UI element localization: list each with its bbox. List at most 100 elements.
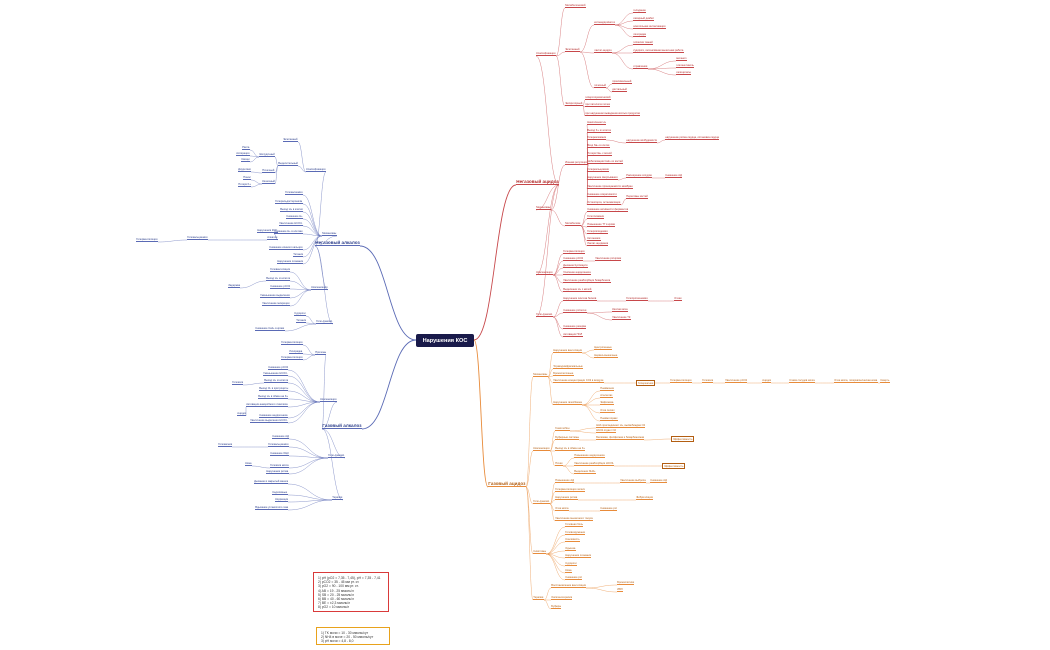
subtopic[interactable]: Спазм сосудов мозга [789, 379, 816, 383]
subtopic[interactable]: Гипервентиляция [281, 356, 303, 360]
subtopic[interactable]: Выход K+ из клеток [587, 129, 612, 133]
subtopic[interactable]: отравления [633, 65, 648, 69]
subtopic[interactable]: ННb присоединяет H+, высвобождая O2 [596, 424, 646, 428]
subtopic[interactable]: Нарушение сознания [277, 260, 304, 264]
subtopic[interactable]: нарушение ритма сердца, остановка сердца [665, 136, 720, 140]
root-topic[interactable]: Нарушения КОС [416, 334, 474, 347]
subtopic[interactable]: Выход Cl- в эритроциты [259, 387, 289, 391]
subtopic[interactable]: Метаболический [565, 4, 586, 8]
subtopic[interactable]: Снижение Ca2+ в крови [255, 327, 285, 331]
subtopic[interactable]: Снижение pCO2 [563, 257, 584, 261]
subtopic[interactable]: Бронхолегочные [553, 372, 574, 376]
subtopic[interactable]: Тетания [296, 319, 307, 323]
subtopic[interactable]: Гиперальдостеронизм [275, 200, 303, 204]
reference-values-note[interactable]: 1) pH (рO2 = 7,35 - 7,45), рН = 7,35 - 7… [313, 572, 389, 612]
subtopic[interactable]: Потеря K+ [238, 183, 252, 187]
subtopic[interactable]: Задержка [228, 284, 241, 288]
subtopic[interactable]: Снижение активности ферментов [587, 208, 629, 212]
subtopic[interactable]: Терапия [332, 496, 343, 500]
subtopic[interactable]: Снижение pCO2 [270, 285, 291, 289]
subtopic[interactable]: Выделение H+ с мочой [563, 288, 592, 292]
subtopic[interactable]: Бронхолитики [617, 581, 635, 585]
subtopic[interactable]: Увеличение проницаемости мембран [587, 185, 633, 189]
subtopic[interactable]: Тетания [293, 253, 304, 257]
subtopic[interactable]: Увеличение реабсорбции бикарбоната [563, 279, 611, 283]
subtopic[interactable]: Увеличение рН крови [595, 257, 622, 261]
subtopic[interactable]: почечный [594, 84, 607, 88]
subtopic[interactable]: Гиперкальциемия [587, 168, 610, 172]
subtopic[interactable]: Вдыхание углекислого газа [255, 506, 289, 510]
subtopic[interactable]: Рвота [242, 146, 250, 150]
subtopic[interactable]: Увеличение экскреции [262, 302, 290, 306]
subtopic[interactable]: Центрогенные [594, 346, 612, 350]
subtopic[interactable]: Увеличение выделения HCO3- [250, 419, 288, 423]
subtopic[interactable]: лактат-ацидоз [594, 49, 612, 53]
subtopic[interactable]: Отек мозга [555, 507, 569, 511]
subtopic[interactable]: Ателектаз [600, 394, 613, 398]
subtopic[interactable]: Гиперкапния [636, 380, 656, 386]
subtopic[interactable]: Головная боль [565, 523, 584, 527]
subtopic[interactable]: Нарушение газообмена [553, 401, 583, 405]
subtopic[interactable]: Понос [243, 176, 252, 180]
subtopic[interactable]: Гипокалиемия [285, 191, 303, 195]
subtopic[interactable]: сахарный диабет [633, 17, 655, 21]
subtopic[interactable]: Увеличение концентрации CO2 в воздухе [553, 379, 604, 383]
subtopic[interactable]: Восстановление вентиляции [551, 584, 587, 588]
subtopic[interactable]: Ионная регуляция [565, 161, 588, 165]
subtopic[interactable]: Экзогенный [565, 48, 580, 52]
subtopic[interactable]: Гипоксия [702, 379, 714, 383]
subtopic[interactable]: Ацидоз [762, 379, 772, 383]
subtopic[interactable]: ИВЛ [617, 588, 623, 592]
subtopic[interactable]: гиперхлоремический [585, 96, 611, 100]
subtopic[interactable]: Пневмония [600, 387, 615, 391]
subtopic[interactable]: Аспирация [236, 152, 250, 156]
subtopic[interactable]: Эффективность [671, 436, 695, 442]
subtopic[interactable]: алкогольная интоксикация [633, 25, 666, 29]
subtopic[interactable]: Компенсация [320, 398, 337, 402]
branch-topic[interactable]: Негазовый ацидоз [516, 179, 559, 185]
subtopic[interactable]: Нарушение синтеза белков [563, 297, 597, 301]
subtopic[interactable]: Увеличение мышечного тонуса [555, 517, 594, 521]
subtopic[interactable]: Нарушение ритма [555, 496, 578, 500]
subtopic[interactable]: Нервно-мышечные [594, 354, 618, 358]
subtopic[interactable]: Компенсация [536, 271, 553, 275]
subtopic[interactable]: Расширение сосудов [626, 174, 653, 178]
subtopic[interactable]: при нарушении выведения кислых продуктов [585, 112, 641, 116]
subtopic[interactable]: Нарушение свертывания [587, 176, 618, 180]
subtopic[interactable]: Отек легких [600, 409, 615, 413]
subtopic[interactable]: Отек мозга, гиперкапническая кома [834, 379, 878, 383]
subtopic[interactable]: Увеличение ТК [612, 316, 631, 320]
subtopic[interactable]: Гипогликемия [587, 215, 605, 219]
subtopic[interactable]: Эффективность [662, 463, 686, 469]
subtopic[interactable]: Выделительный [278, 162, 299, 166]
subtopic[interactable]: Гипервентиляция [281, 341, 303, 345]
subtopic[interactable]: Уменьшение выделения [260, 294, 291, 298]
subtopic[interactable]: Кома [245, 462, 252, 466]
subtopic[interactable]: Гипервентиляция [670, 379, 692, 383]
subtopic[interactable]: Компенсация [533, 447, 550, 451]
subtopic[interactable]: Механизмы [533, 373, 548, 377]
subtopic[interactable]: Сонливость [565, 538, 580, 542]
urine-values-note[interactable]: 1) TK мочи = 10 - 30 ммоль/сут 2) NH4 в … [316, 627, 390, 645]
subtopic[interactable]: Гипо-/декомп. [316, 320, 334, 324]
subtopic[interactable]: салицилаты [676, 71, 692, 75]
subtopic[interactable]: Гипервентиляция [563, 250, 585, 254]
subtopic[interactable]: Диуретики [238, 168, 252, 172]
subtopic[interactable]: Гипервентиляция легких [555, 488, 586, 492]
subtopic[interactable]: Пневмоторакс [600, 417, 618, 421]
subtopic[interactable]: Классификация [306, 168, 326, 172]
subtopic[interactable]: Гиперкалиемия [587, 136, 607, 140]
subtopic[interactable]: Желудочный [259, 153, 276, 157]
subtopic[interactable]: Нарушение вентиляции [553, 349, 583, 353]
subtopic[interactable]: Накопление H+ [587, 121, 607, 125]
subtopic[interactable]: Мобилизация Ca2+ из костей [587, 160, 624, 164]
subtopic[interactable]: Кома [565, 569, 572, 573]
subtopic[interactable]: Нарушения КОС [257, 229, 278, 233]
subtopic[interactable]: Метаболизм [565, 222, 581, 226]
subtopic[interactable]: Кислая моча [612, 308, 628, 312]
subtopic[interactable]: дистальный [612, 88, 628, 92]
subtopic[interactable]: Кишечный [262, 180, 276, 184]
subtopic[interactable]: Оксигенотерапия [551, 596, 573, 600]
subtopic[interactable]: Экскреторный [565, 102, 583, 106]
subtopic[interactable]: Увеличение реабсорбции HCO3- [574, 462, 615, 466]
